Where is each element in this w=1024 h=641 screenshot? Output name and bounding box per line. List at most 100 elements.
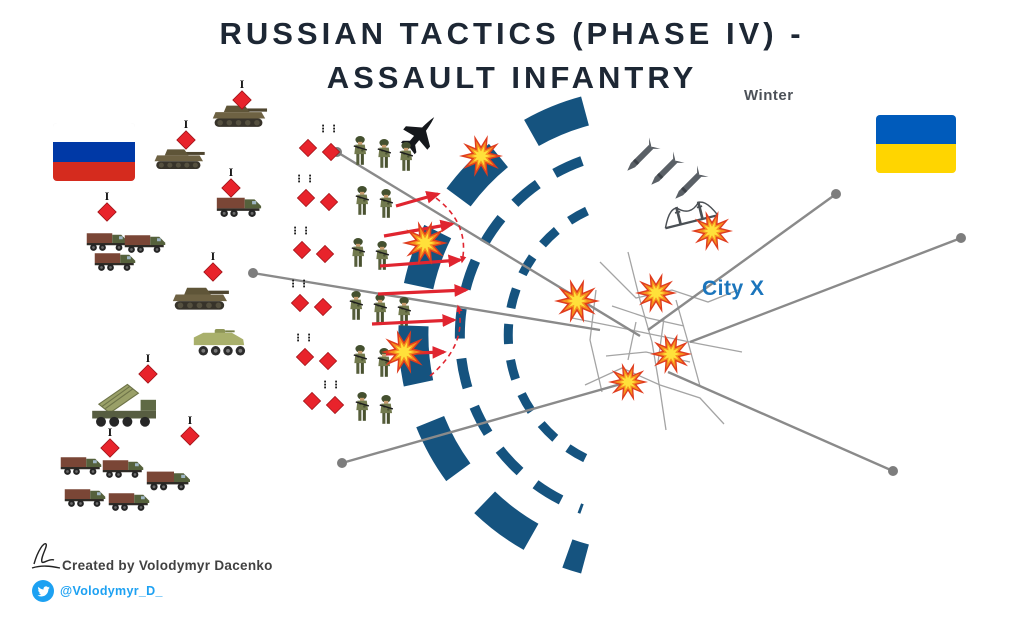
missile-icon: [645, 151, 685, 191]
unit-diamond-icon: [314, 298, 332, 316]
tank-icon: [154, 149, 205, 169]
troop-dots: ⋮⋮: [320, 380, 342, 391]
missile-strike-group: [621, 137, 709, 205]
attack-arrow: [371, 314, 457, 327]
soldier-icon: [353, 135, 368, 166]
unit-diamond-icon: [176, 130, 196, 150]
soldier-icon: [377, 138, 392, 169]
truck-icon: [86, 233, 128, 251]
soldier-icon: [379, 394, 394, 425]
russia-flag: [53, 123, 135, 181]
missile-icon: [669, 165, 709, 205]
unit-diamond-icon: [299, 139, 317, 157]
unit-diamond-icon: [138, 364, 158, 384]
soldier-icon: [379, 188, 394, 219]
truck-icon: [146, 471, 190, 491]
soldier-icon: [353, 344, 368, 375]
defense-ring-inner: [503, 206, 589, 464]
credit-text: Created by Volodymyr Dacenko: [62, 558, 273, 573]
unit-diamond-icon: [296, 348, 314, 366]
twitter-handle[interactable]: @Volodymyr_D_: [60, 584, 163, 598]
attack-arrow: [377, 284, 469, 297]
soldier-icon: [373, 293, 388, 324]
road-line: [252, 271, 601, 332]
explosion-icon: [608, 363, 648, 401]
apc-icon: [193, 328, 246, 356]
troop-dots: ⋮⋮: [290, 226, 312, 237]
attack-arrow: [383, 219, 455, 238]
defense-ring-outer: [398, 96, 589, 574]
truck-icon: [60, 457, 102, 475]
road-endpoint-dot: [831, 189, 841, 199]
road-line: [336, 150, 641, 338]
tank-icon: [172, 287, 229, 310]
defense-ring-middle: [454, 156, 584, 514]
attack-arrows: [371, 191, 469, 377]
unit-marker-label: I: [184, 117, 189, 131]
road-line: [647, 193, 837, 331]
title-line-1: RUSSIAN TACTICS (PHASE IV) -: [219, 16, 805, 51]
truck-icon: [108, 493, 150, 511]
unit-diamond-icon: [303, 392, 321, 410]
road-line: [341, 380, 629, 465]
troop-dots: ⋮⋮: [294, 174, 316, 185]
air-defense-icon: [91, 383, 157, 428]
road-line: [689, 236, 962, 344]
unit-diamond-icon: [203, 262, 223, 282]
road-endpoint-dot: [337, 458, 347, 468]
soldier-icon: [349, 290, 364, 321]
title-line-2: ASSAULT INFANTRY: [326, 60, 698, 95]
unit-diamond-icon: [100, 438, 120, 458]
attribution-row: Created by Volodymyr Dacenko: [28, 538, 328, 578]
unit-diamond-icon: [297, 189, 315, 207]
truck-icon: [216, 197, 262, 218]
soldier-icon: [351, 237, 366, 268]
signature-icon: [31, 543, 61, 569]
truck-icon: [124, 235, 166, 253]
city-street-network: [571, 251, 743, 431]
unit-marker-label: I: [211, 249, 216, 263]
unit-diamond-icon: [293, 241, 311, 259]
equipment-unit-markers: I I I I I I I I: [97, 77, 252, 458]
unit-diamond-icon: [291, 294, 309, 312]
troop-dots: ⋮⋮: [318, 124, 340, 135]
city-label: City X: [702, 277, 765, 300]
attack-arrow: [395, 191, 441, 208]
page-title: RUSSIAN TACTICS (PHASE IV) - ASSAULT INF…: [32, 12, 992, 100]
unit-marker-label: I: [108, 425, 113, 439]
truck-icon: [64, 489, 106, 507]
unit-marker-label: I: [240, 77, 245, 91]
unit-marker-label: I: [229, 165, 234, 179]
roads: [248, 147, 966, 476]
unit-diamond-icon: [180, 426, 200, 446]
road-endpoint-dot: [956, 233, 966, 243]
unit-diamond-icon: [319, 352, 337, 370]
unit-marker-label: I: [105, 189, 110, 203]
tank-icon: [212, 105, 268, 127]
troop-dots: ⋮⋮: [288, 279, 310, 290]
ukraine-flag-stripe-blue: [876, 115, 956, 144]
attack-arrow: [379, 254, 463, 268]
unit-diamond-icon: [316, 245, 334, 263]
unit-marker-label: I: [146, 351, 151, 365]
road-line: [667, 370, 894, 473]
unit-marker-label: I: [188, 413, 193, 427]
maneuver-dashed-arrow: [429, 304, 463, 377]
defense-rings: [398, 96, 589, 574]
season-label: Winter: [744, 87, 794, 104]
missile-icon: [621, 137, 661, 177]
troop-dots: ⋮⋮: [293, 333, 315, 344]
maneuver-dashed-arrow: [435, 197, 467, 264]
unit-diamond-icon: [326, 396, 344, 414]
twitter-icon[interactable]: [32, 580, 54, 602]
ukraine-flag: [876, 115, 956, 173]
unit-diamond-icon: [322, 143, 340, 161]
road-endpoint-dot: [888, 466, 898, 476]
unit-diamond-icon: [97, 202, 117, 222]
russia-flag-stripe-white: [53, 123, 135, 143]
explosion-icon: [635, 273, 677, 313]
truck-icon: [94, 253, 136, 271]
road-endpoint-dot: [248, 268, 258, 278]
twitter-row[interactable]: @Volodymyr_D_: [32, 579, 163, 603]
